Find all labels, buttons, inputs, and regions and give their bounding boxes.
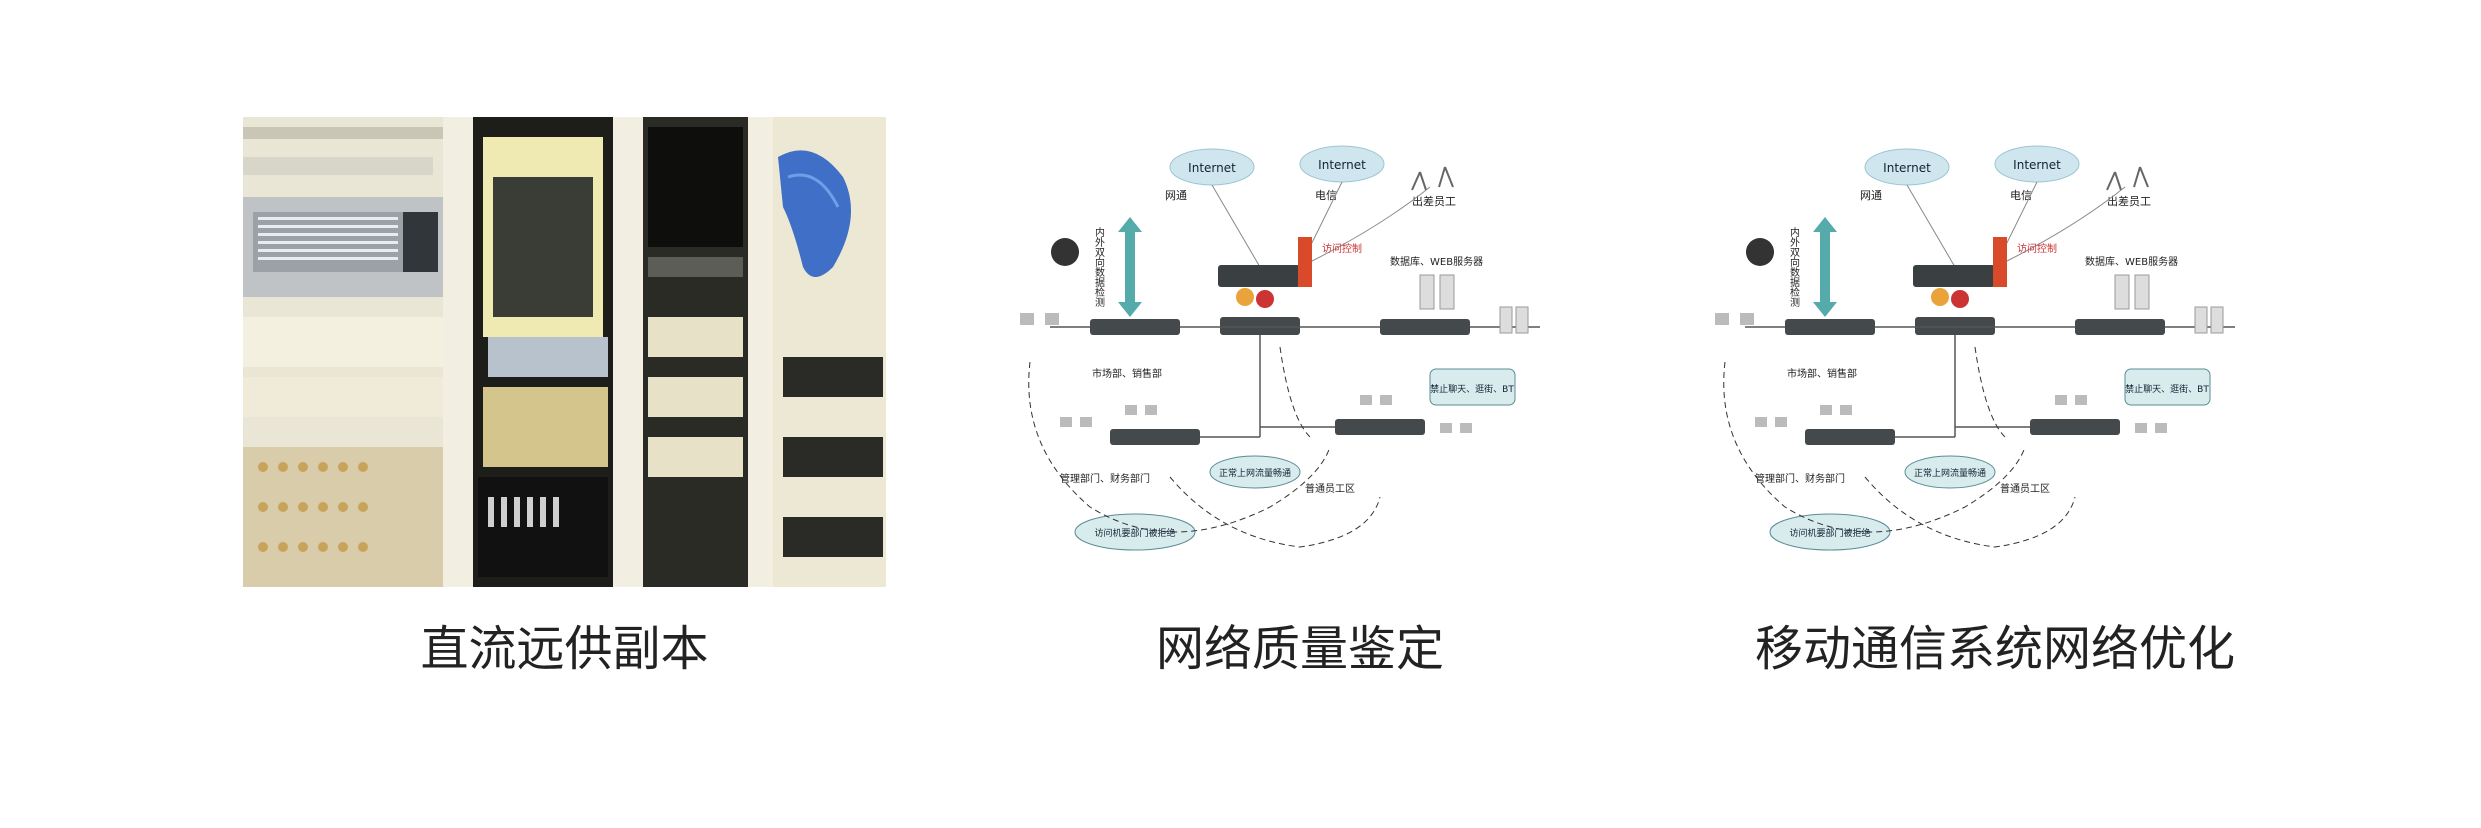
- remote-label: 出差员工: [1412, 194, 1456, 208]
- firewall-label: 访问控制: [2017, 242, 2057, 255]
- network-topology-diagram: Internet Internet 网通 电信 出差员工 访问控制 内外双向数据…: [1000, 117, 1600, 587]
- servers-label: 数据库、WEB服务器: [2085, 255, 2178, 268]
- block-icon: [1256, 290, 1274, 308]
- bubble-label: 正常上网流量畅通: [1219, 467, 1291, 479]
- hacker-icon: [1051, 238, 1079, 266]
- callout-bubble: [2124, 368, 2211, 406]
- server-rack-photo: [243, 117, 886, 587]
- firewall-icon: [1298, 237, 1312, 287]
- detect-label: 内外双向数据检测: [1788, 226, 1800, 308]
- switch-icon: [1915, 317, 1995, 335]
- person-icon: [2106, 166, 2149, 191]
- switch-icon: [1090, 319, 1180, 335]
- switch-icon: [1110, 429, 1200, 445]
- switch-icon: [2075, 319, 2165, 335]
- cloud-label: Internet: [1318, 158, 1366, 172]
- block-icon: [1951, 290, 1969, 308]
- person-icon: [1411, 166, 1454, 191]
- hacker-icon: [1746, 238, 1774, 266]
- switch-icon: [1785, 319, 1875, 335]
- bubble-label: 访问机要部门被拒绝: [1094, 527, 1175, 539]
- cloud-label: Internet: [2013, 158, 2061, 172]
- bubble-label: 正常上网流量畅通: [1914, 467, 1986, 479]
- cloud-label: Internet: [1883, 161, 1931, 175]
- router-icon: [1218, 265, 1300, 287]
- router-icon: [1913, 265, 1995, 287]
- caption: 网络质量鉴定: [1155, 623, 1444, 676]
- caption: 移动通信系统网络优化: [1754, 623, 2235, 676]
- servers-label: 数据库、WEB服务器: [1390, 255, 1483, 268]
- isp-label: 网通: [1165, 189, 1187, 202]
- callout-bubble: [1209, 455, 1301, 489]
- caption: 直流远供副本: [420, 623, 709, 676]
- firewall-label: 访问控制: [1322, 242, 1362, 255]
- callout-bubble: [1769, 513, 1891, 551]
- bubble-label: 禁止聊天、逛街、BT: [1430, 383, 1514, 395]
- remote-label: 出差员工: [2107, 194, 2151, 208]
- dept-label: 管理部门、财务部门: [1755, 472, 1845, 485]
- bubble-label: 禁止聊天、逛街、BT: [2125, 383, 2209, 395]
- dept-label: 市场部、销售部: [1787, 367, 1857, 380]
- isp-label: 电信: [2010, 189, 2032, 202]
- server-icon: [2134, 274, 2150, 310]
- callout-bubble: [1904, 455, 1996, 489]
- callout-bubble: [1429, 368, 1516, 406]
- firewall-icon: [1993, 237, 2007, 287]
- dept-label: 普通员工区: [1305, 482, 1355, 495]
- server-icon: [1419, 274, 1435, 310]
- detect-label: 内外双向数据检测: [1093, 226, 1105, 308]
- network-topology-diagram: Internet Internet 网通 电信 出差员工 访问控制 内外双向数据…: [1695, 117, 2295, 587]
- switch-icon: [1335, 419, 1425, 435]
- dept-label: 普通员工区: [2000, 482, 2050, 495]
- dept-label: 市场部、销售部: [1092, 367, 1162, 380]
- switch-icon: [1380, 319, 1470, 335]
- callout-bubble: [1074, 513, 1196, 551]
- isp-label: 电信: [1315, 189, 1337, 202]
- switch-icon: [1220, 317, 1300, 335]
- bubble-label: 访问机要部门被拒绝: [1789, 527, 1870, 539]
- switch-icon: [1805, 429, 1895, 445]
- isp-label: 网通: [1860, 189, 1882, 202]
- server-icon: [1439, 274, 1455, 310]
- server-icon: [2114, 274, 2130, 310]
- switch-icon: [2030, 419, 2120, 435]
- dept-label: 管理部门、财务部门: [1060, 472, 1150, 485]
- cloud-label: Internet: [1188, 161, 1236, 175]
